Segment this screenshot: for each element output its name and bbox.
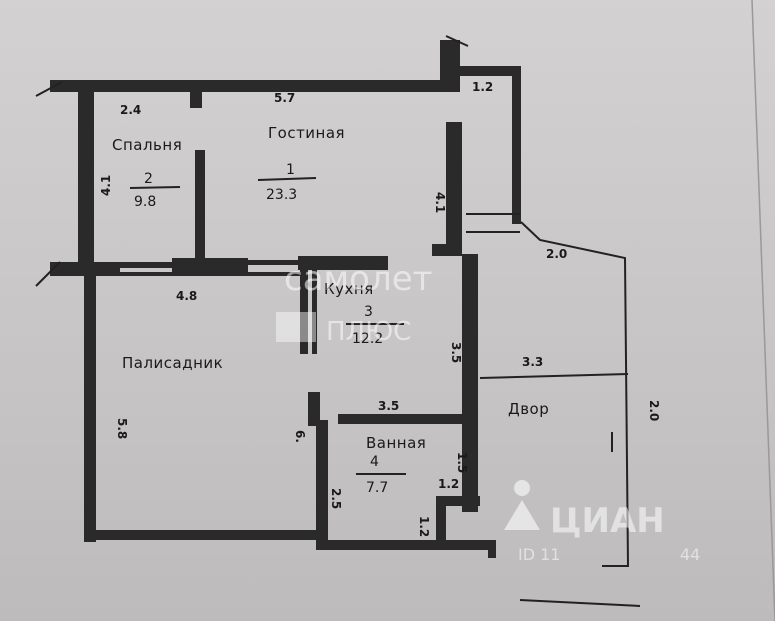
- dim-4-1-left: 4.1: [99, 175, 113, 196]
- dim-4-8: 4.8: [176, 289, 197, 303]
- kitchen-top-wall: [298, 256, 388, 270]
- kitchen-name: Кухня: [324, 280, 374, 298]
- window-frame-1: [118, 262, 176, 268]
- watermark-plus-box: [276, 312, 316, 342]
- dim-2-4: 2.4: [120, 103, 141, 117]
- dim-2-0-right: 2.0: [647, 400, 661, 421]
- bath-left-post: [308, 392, 320, 426]
- dim-4-1-right: 4.1: [433, 192, 447, 213]
- bath-name: Ванная: [366, 434, 426, 452]
- watermark-id: ID 11: [518, 545, 560, 564]
- living-number: 1: [286, 162, 295, 178]
- garden-top-left-wall: [50, 262, 120, 276]
- window-frame-2b: [244, 272, 304, 276]
- watermark-plus: ПЛЮС: [326, 317, 411, 347]
- kitchen-partition-a: [300, 264, 308, 354]
- dim-5-8: 5.8: [115, 418, 129, 439]
- bottom-wall-end: [488, 540, 496, 558]
- living-right-wall-base: [432, 244, 462, 256]
- cian-logo-icon: [504, 480, 540, 530]
- bedroom-living-wall: [195, 150, 205, 262]
- corridor-right-wall: [512, 66, 521, 224]
- bath-step-top: [440, 496, 480, 506]
- kitchen-right-wall: [462, 254, 478, 512]
- living-area: 23.3: [266, 187, 297, 203]
- bath-left-wall: [316, 420, 328, 544]
- kitchen-area: 12.2: [352, 331, 383, 347]
- bath-top-wall: [338, 414, 478, 424]
- bath-step-side: [436, 496, 446, 548]
- living-right-wall: [446, 122, 462, 252]
- dim-1-2-bottom: 1.2: [417, 516, 431, 537]
- top-wall-post: [190, 92, 202, 108]
- dim-1-2-top: 1.2: [472, 80, 493, 94]
- chimney-column: [440, 40, 460, 88]
- bedroom-fraction-line: [129, 186, 181, 189]
- garden-left-wall: [84, 276, 96, 542]
- dim-5-7: 5.7: [274, 91, 295, 105]
- bedroom-area: 9.8: [134, 194, 156, 210]
- living-name: Гостиная: [268, 124, 345, 142]
- dim-6-x: 6.: [293, 430, 307, 443]
- exterior-walls: [50, 40, 521, 558]
- watermark-samolet: самолет: [284, 259, 432, 299]
- bath-bottom-wall: [316, 540, 496, 550]
- dim-1-5: 1.5: [455, 452, 469, 473]
- dim-2-0-top: 2.0: [546, 247, 567, 261]
- top-wall: [50, 80, 460, 92]
- yard-outline: [466, 213, 630, 567]
- paper-edge: [751, 0, 775, 621]
- kitchen-number: 3: [364, 304, 373, 320]
- garden-bottom-wall: [90, 530, 320, 540]
- dimension-ticks: [35, 35, 469, 287]
- window-frame-2: [244, 260, 304, 265]
- yard-name: Двор: [508, 400, 549, 418]
- yard-boundary: [520, 221, 630, 567]
- dim-2-5: 2.5: [329, 488, 343, 509]
- window-frame-1b: [118, 272, 176, 276]
- bedroom-number: 2: [144, 171, 153, 187]
- bottom-margin-line: [519, 599, 641, 607]
- window-pier: [172, 258, 248, 276]
- dim-1-2-mid: 1.2: [438, 477, 459, 491]
- watermark-id-tail: 44: [680, 545, 700, 564]
- kitchen-partition-b: [312, 264, 317, 354]
- living-fraction-line: [257, 177, 317, 181]
- top-right-wall: [445, 66, 520, 76]
- garden-name: Палисадник: [122, 354, 223, 372]
- dim-3-5-vert: 3.5: [449, 342, 463, 363]
- bedroom-name: Спальня: [112, 136, 182, 154]
- yard-divider: [479, 373, 629, 379]
- bath-area: 7.7: [366, 480, 388, 496]
- watermark-cian: ЦИАН: [550, 501, 665, 541]
- dim-3-3: 3.3: [522, 355, 543, 369]
- bath-number: 4: [370, 454, 379, 470]
- bedroom-left-wall: [78, 86, 94, 266]
- interior-walls: [118, 92, 480, 548]
- dim-3-5-horiz: 3.5: [378, 399, 399, 413]
